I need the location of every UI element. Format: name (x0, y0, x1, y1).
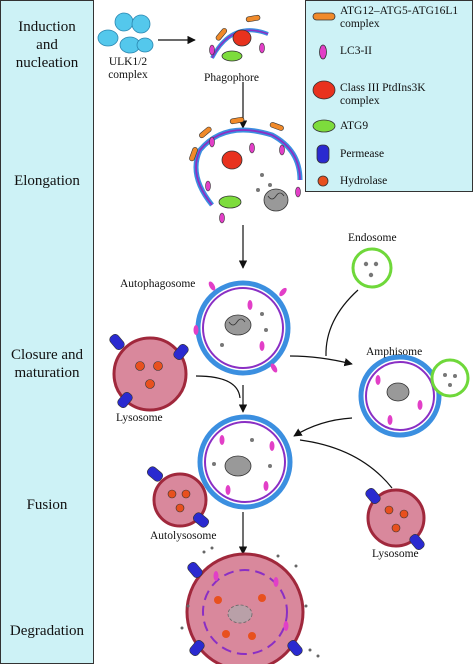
lysosome-fusion-left (146, 466, 210, 528)
label-autolysosome: Autolysosome (150, 530, 217, 542)
legend-label-atg9: ATG9 (340, 120, 369, 132)
red-oval-icon (312, 80, 336, 100)
blue-capsule-icon (316, 144, 330, 164)
label-amphisome: Amphisome (366, 346, 423, 358)
ulk-complex-icon (97, 12, 154, 54)
red-dot-icon (317, 175, 329, 187)
arrow-lysosome-right-merge (299, 439, 393, 489)
label-autophagosome: Autophagosome (120, 278, 196, 290)
lysosome-left (109, 333, 189, 412)
magenta-ellipse-icon (319, 44, 327, 60)
arrow-amphisome-to-fusion (293, 417, 353, 437)
orange-rod-icon (312, 12, 336, 21)
legend-panel (305, 0, 473, 192)
arrow-endosome-merge (325, 289, 359, 357)
arrow-autophagosome-to-amphisome (289, 355, 353, 367)
green-oval-icon (312, 119, 336, 133)
process-arrows (158, 35, 393, 555)
stage-panel (0, 0, 94, 664)
label-endosome: Endosome (348, 232, 397, 244)
legend-label-lc3: LC3-II (340, 45, 372, 57)
stage-label-elongation: Elongation (14, 173, 80, 189)
autolysosome (180, 546, 320, 664)
stage-label-degradation: Degradation (9, 623, 85, 639)
elongating-phagophore (189, 116, 303, 224)
arrow-lysosome-merge (195, 375, 241, 399)
autophagosome (193, 280, 291, 376)
label-lysosome-right: Lysosome (372, 548, 419, 560)
amphisome (358, 354, 470, 438)
endosome (351, 247, 393, 289)
phagophore (209, 14, 269, 62)
fusing-autophagosome (197, 414, 293, 510)
legend-icons (312, 12, 336, 187)
label-phagophore: Phagophore (204, 72, 259, 84)
stage-label-fusion: Fusion (26, 497, 68, 513)
lysosome-right (365, 487, 426, 551)
label-lysosome-left: Lysosome (116, 412, 163, 424)
legend-label-hydrolase: Hydrolase (340, 175, 388, 187)
legend-label-permease: Permease (340, 148, 385, 160)
